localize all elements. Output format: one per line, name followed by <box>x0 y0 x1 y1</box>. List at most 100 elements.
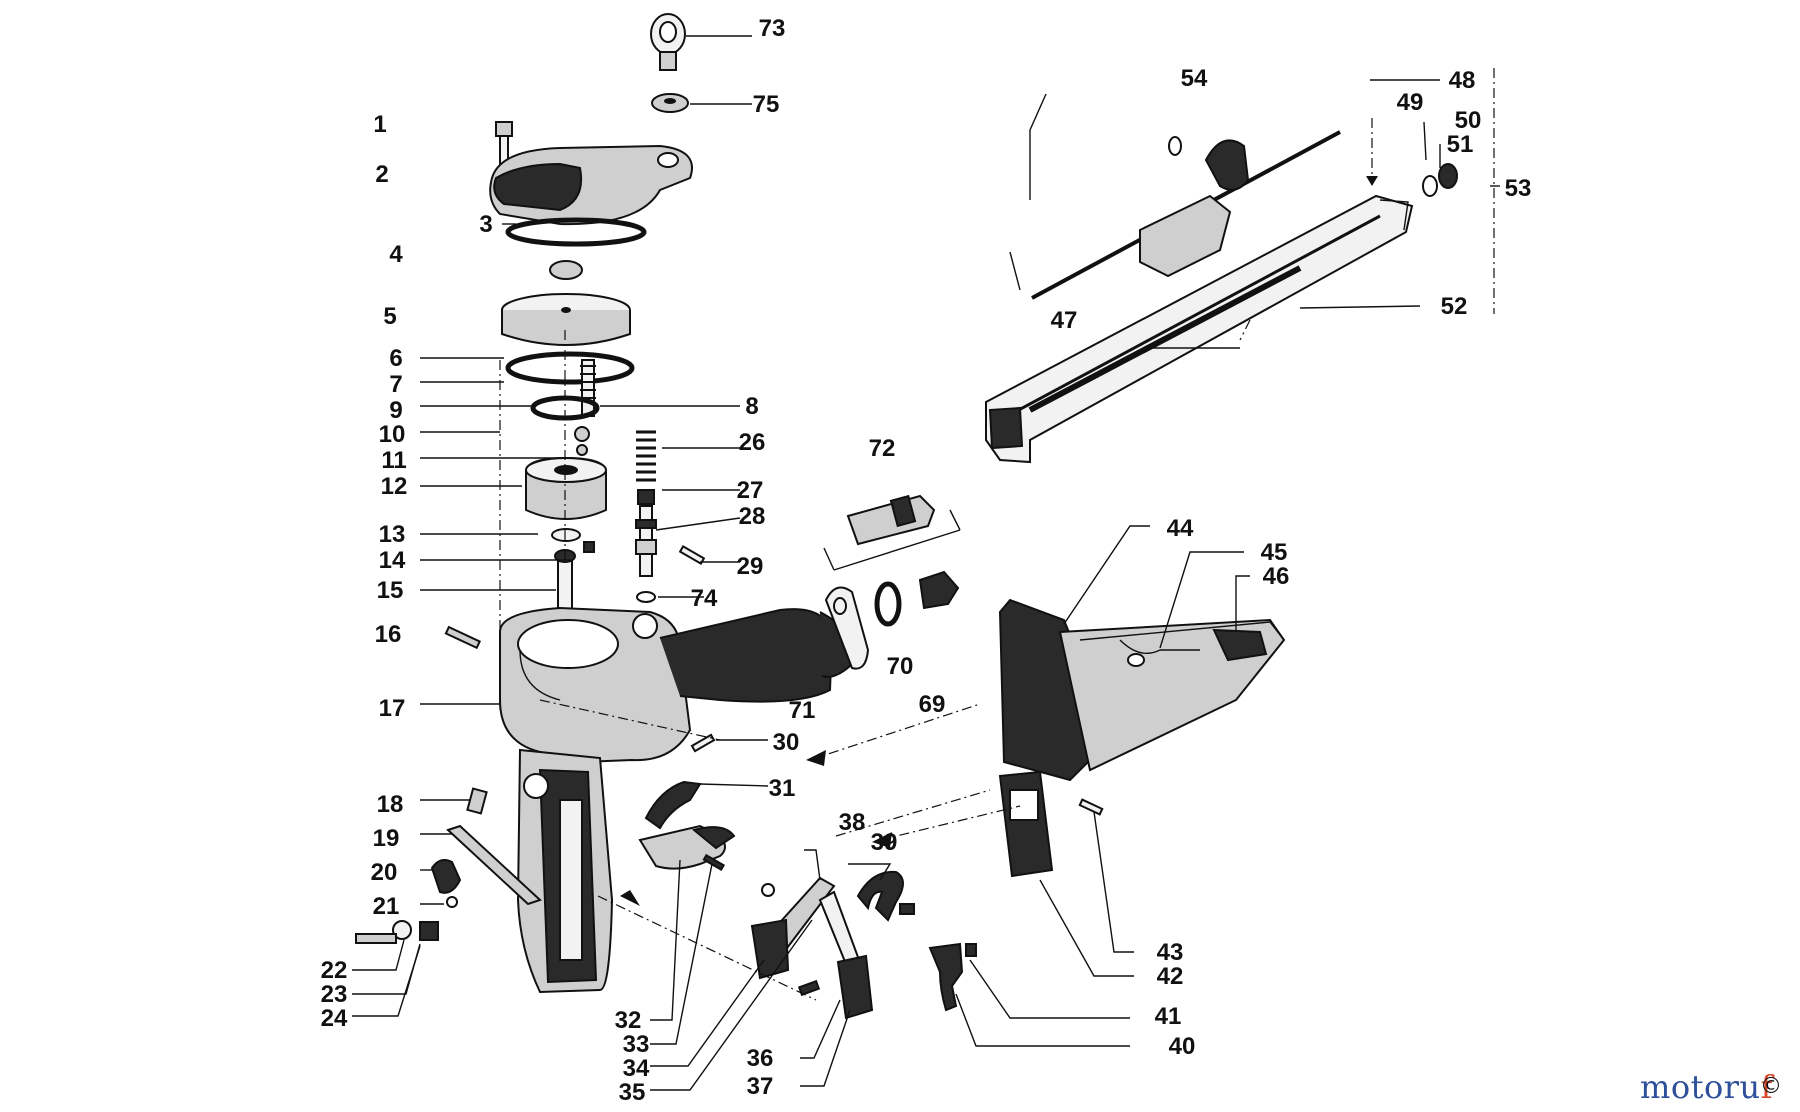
leader-lines <box>352 35 1500 1091</box>
part-labels: 1 2 3 4 5 6 7 8 9 10 11 12 13 14 15 16 1… <box>321 15 1532 1106</box>
part-label: 30 <box>773 729 800 756</box>
part-label: 51 <box>1447 131 1474 158</box>
part-2-cylinder-cap <box>489 144 693 226</box>
part-label: 48 <box>1449 67 1476 94</box>
part-69-fitting <box>918 570 960 610</box>
part-19-plate <box>446 824 542 906</box>
part-36-37-contact-arm <box>797 890 874 1020</box>
part-label: 12 <box>381 473 408 500</box>
part-label: 41 <box>1155 1003 1182 1030</box>
part-label: 5 <box>383 303 396 330</box>
copyright-mark: © <box>1760 1074 1782 1099</box>
part-54-pusher-rod <box>1031 130 1341 300</box>
part-42-43-guide <box>998 770 1104 878</box>
part-label: 22 <box>321 957 348 984</box>
part-44-45-46-housing <box>998 598 1286 782</box>
part-label: 37 <box>747 1073 774 1100</box>
part-label: 45 <box>1261 539 1288 566</box>
part-label: 31 <box>769 775 796 802</box>
part-label: 35 <box>619 1079 646 1106</box>
part-label: 24 <box>321 1005 348 1032</box>
part-32-33-trigger <box>638 824 736 871</box>
part-label: 74 <box>691 585 718 612</box>
part-label: 28 <box>739 503 766 530</box>
part-label: 27 <box>737 477 764 504</box>
part-label: 71 <box>789 697 816 724</box>
part-label: 7 <box>389 371 402 398</box>
part-label: 73 <box>759 15 786 42</box>
part-6-7-rings <box>505 351 635 385</box>
part-label: 75 <box>753 91 780 118</box>
part-40-41-lever <box>928 942 977 1012</box>
part-17-tool-body <box>499 606 854 994</box>
part-38-39-spring-bracket <box>856 870 915 922</box>
part-label: 34 <box>623 1055 650 1082</box>
part-label: 39 <box>871 829 898 856</box>
part-label: 13 <box>379 521 406 548</box>
part-label: 11 <box>381 447 406 474</box>
part-50-51-washers <box>1422 163 1458 197</box>
part-4-nut <box>549 260 583 280</box>
part-label: 9 <box>389 397 402 424</box>
part-74-o-ring <box>636 591 656 603</box>
part-1-screw <box>495 121 513 167</box>
part-label: 70 <box>887 653 914 680</box>
part-label: 43 <box>1157 939 1184 966</box>
part-26-spring <box>636 430 656 482</box>
part-13-14-seal <box>551 528 595 553</box>
part-label: 3 <box>479 211 492 238</box>
part-label: 32 <box>615 1007 642 1034</box>
part-3-gasket <box>505 217 647 247</box>
part-label: 2 <box>375 161 388 188</box>
part-73-eyebolt <box>650 13 686 71</box>
part-label: 23 <box>321 981 348 1008</box>
part-label: 69 <box>919 691 946 718</box>
part-label: 49 <box>1397 89 1424 116</box>
part-30-pin <box>690 733 716 753</box>
part-label: 1 <box>373 111 386 138</box>
part-8-valve-stem <box>580 359 596 417</box>
part-5-piston <box>501 293 631 346</box>
part-label: 16 <box>375 621 402 648</box>
part-label: 42 <box>1157 963 1184 990</box>
part-70-gasket <box>874 581 902 627</box>
part-34-35-safety <box>750 876 836 980</box>
part-label: 46 <box>1263 563 1290 590</box>
part-label: 26 <box>739 429 766 456</box>
part-label: 17 <box>379 695 406 722</box>
part-29-pin <box>678 545 706 565</box>
part-label: 20 <box>371 859 398 886</box>
part-label: 52 <box>1441 293 1468 320</box>
part-label: 29 <box>737 553 764 580</box>
part-label: 40 <box>1169 1033 1196 1060</box>
part-label: 19 <box>373 825 400 852</box>
part-label: 53 <box>1505 175 1532 202</box>
part-label: 50 <box>1455 107 1482 134</box>
part-label: 33 <box>623 1031 650 1058</box>
part-16-bolt <box>444 625 482 650</box>
watermark-brand-accent: f <box>1760 1068 1773 1106</box>
part-52-magazine <box>985 194 1414 464</box>
part-20-latch <box>430 859 462 894</box>
part-label: 8 <box>745 393 758 420</box>
part-label: 6 <box>389 345 402 372</box>
part-label: 18 <box>377 791 404 818</box>
part-11-12-head-valve <box>525 426 607 520</box>
part-72-air-fitting <box>823 494 961 571</box>
part-label: 14 <box>379 547 406 574</box>
part-label: 15 <box>377 577 404 604</box>
watermark-brand-text: motoru <box>1640 1068 1761 1106</box>
part-label: 72 <box>869 435 896 462</box>
part-18-pin <box>466 787 488 815</box>
part-21-to-24-fasteners <box>355 896 458 944</box>
part-label: 47 <box>1051 307 1078 334</box>
part-label: 21 <box>373 893 400 920</box>
part-27-28-valve <box>635 489 657 577</box>
part-label: 44 <box>1167 515 1194 542</box>
part-label: 36 <box>747 1045 774 1072</box>
part-75-nut <box>651 93 689 113</box>
part-label: 4 <box>389 241 403 268</box>
part-label: 54 <box>1181 65 1208 92</box>
